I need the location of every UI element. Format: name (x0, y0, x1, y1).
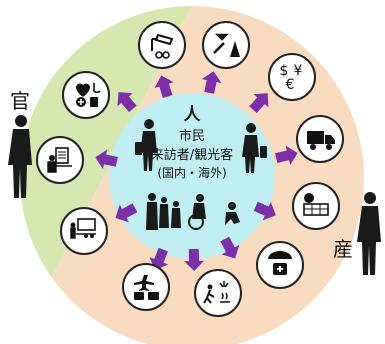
node-circle (202, 21, 250, 69)
currency-icon: $ ¥€ (280, 63, 303, 93)
node-circle (62, 71, 110, 119)
surveillance-police-icon (151, 33, 174, 59)
center-line-origin: (国内・海外) (157, 165, 226, 180)
construction-tools-icon (213, 33, 240, 57)
node-circle (60, 207, 108, 255)
node-circle (268, 53, 316, 101)
node-circle (36, 136, 84, 184)
arrow-2 (201, 71, 222, 94)
businessman-right-icon (357, 192, 381, 275)
arrow-6 (220, 236, 240, 259)
arrows-layer (95, 71, 298, 271)
node-transport (122, 263, 170, 311)
node-circle (138, 21, 186, 69)
businessman-left-icon (8, 115, 32, 198)
education-presentation-icon (70, 218, 96, 239)
government-label: 官 (10, 89, 30, 113)
transport-icon (134, 275, 159, 300)
node-sports-onsen-fireworks (194, 269, 242, 317)
node-healthcare-medical (62, 71, 110, 119)
center-line-citizens: 市民 (179, 128, 205, 144)
arrow-9 (115, 203, 138, 223)
node-document-office (36, 136, 84, 184)
nodes-layer: $ ¥€ (36, 21, 344, 317)
node-delivery-truck (296, 115, 344, 163)
node-construction-tools (202, 21, 250, 69)
svg-text:$: $ (280, 63, 289, 79)
node-education-presentation (60, 207, 108, 255)
arrow-4 (275, 145, 298, 166)
robot-solar-panel-icon (303, 193, 329, 216)
arrow-7 (184, 248, 205, 271)
arrow-1 (154, 75, 174, 99)
center-line-visitors: 来訪者/観光客 (151, 147, 233, 163)
arrow-11 (117, 92, 137, 113)
node-surveillance-police (138, 21, 186, 69)
people-silhouettes-icon (135, 119, 267, 230)
industry-label: 産 (333, 237, 353, 261)
node-medical-drone (256, 241, 304, 289)
arrow-3 (249, 93, 269, 114)
medical-drone-icon (268, 251, 292, 275)
document-office-icon (47, 147, 72, 173)
node-robot-solar-panel (292, 182, 340, 230)
node-currency: $ ¥€ (268, 53, 316, 101)
center-title: 人 (184, 105, 202, 125)
svg-text:¥: ¥ (294, 63, 303, 79)
node-circle (194, 269, 242, 317)
arrow-10 (95, 149, 118, 170)
healthcare-medical-icon (76, 83, 101, 107)
node-circle (292, 182, 340, 230)
arrow-5 (253, 201, 276, 221)
svg-text:€: € (286, 77, 295, 93)
sports-onsen-fireworks-icon (203, 281, 230, 304)
delivery-truck-icon (307, 131, 335, 150)
